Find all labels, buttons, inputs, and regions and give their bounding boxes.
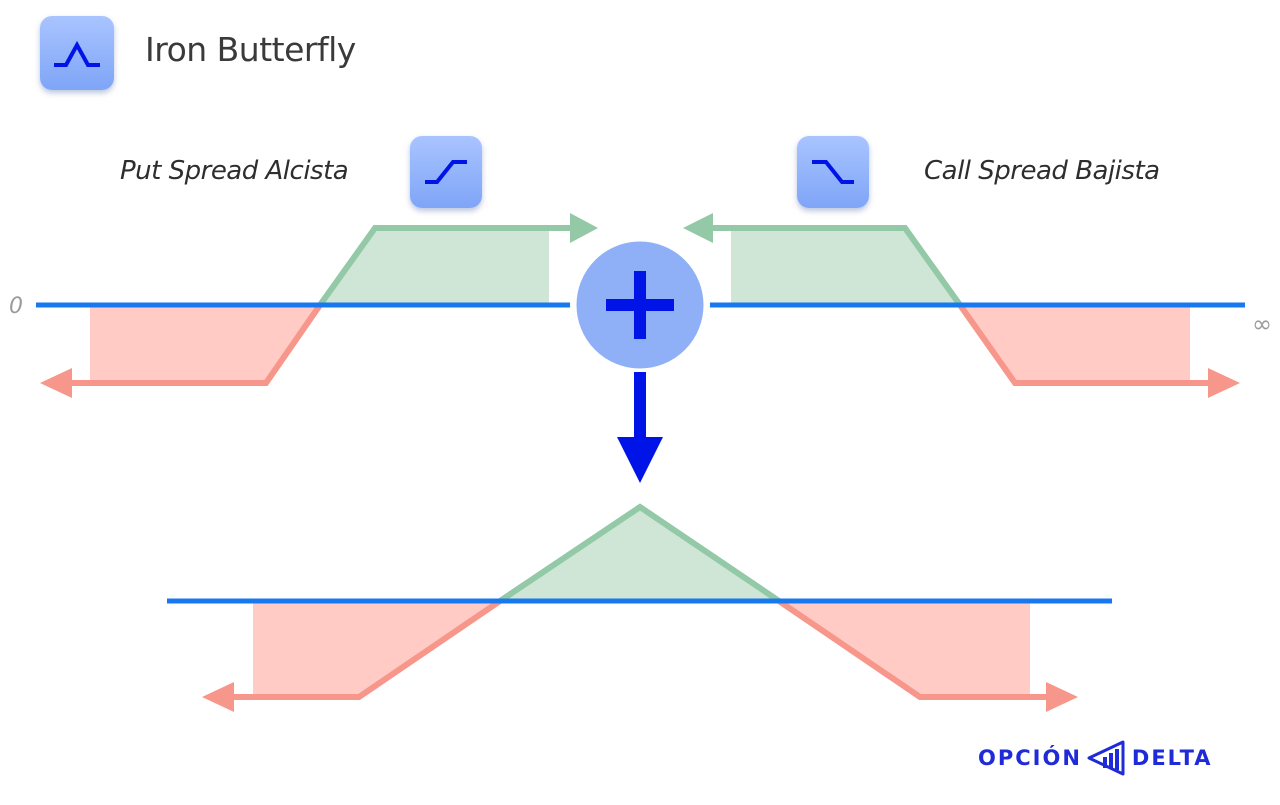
call-spread-profit-line [710, 225, 963, 307]
put-spread-label: Put Spread Alcista [120, 156, 349, 186]
brand-word-opcion: OPCIÓN [978, 746, 1082, 770]
result-right-loss-line [777, 598, 1050, 700]
brand-logo: OPCIÓN DELTA [978, 740, 1213, 776]
call-spread-payoff [683, 213, 1240, 398]
iron-butterfly-icon [54, 40, 100, 67]
axis-infinity-label: ∞ [1252, 310, 1272, 338]
put-spread-profit-line [317, 225, 572, 307]
call-spread-profit-area [731, 228, 960, 305]
call-spread-icon-tile [797, 136, 869, 208]
put-spread-loss-line [68, 303, 323, 386]
down-arrow-icon [617, 372, 663, 483]
bear-call-spread-icon [812, 160, 854, 184]
plus-icon [570, 235, 710, 375]
iron-butterfly-payoff [167, 503, 1112, 712]
brand-word-delta: DELTA [1131, 746, 1213, 770]
iron-butterfly-icon-tile [40, 16, 114, 90]
axis-zero-label: 0 [9, 294, 23, 319]
call-spread-right-arrowhead [1208, 368, 1240, 398]
result-left-arrowhead [202, 682, 234, 712]
put-spread-icon-tile [410, 136, 482, 208]
page-title: Iron Butterfly [145, 30, 356, 69]
put-spread-profit-area [320, 228, 549, 305]
result-left-loss-area [253, 601, 500, 697]
call-spread-left-arrowhead [683, 213, 713, 243]
bull-put-spread-icon [425, 160, 467, 184]
result-right-arrowhead [1046, 682, 1078, 712]
call-spread-label: Call Spread Bajista [924, 156, 1160, 186]
result-profit-area [500, 507, 779, 601]
put-spread-left-arrowhead [40, 368, 72, 398]
put-spread-payoff [40, 213, 598, 398]
result-right-loss-area [779, 601, 1030, 697]
delta-logo-icon [1087, 740, 1125, 776]
result-left-loss-line [228, 598, 502, 700]
call-spread-loss-line [957, 303, 1212, 386]
result-profit-line [498, 503, 781, 604]
call-spread-loss-area [960, 305, 1190, 383]
put-spread-right-arrowhead [570, 213, 598, 243]
put-spread-loss-area [90, 305, 320, 383]
